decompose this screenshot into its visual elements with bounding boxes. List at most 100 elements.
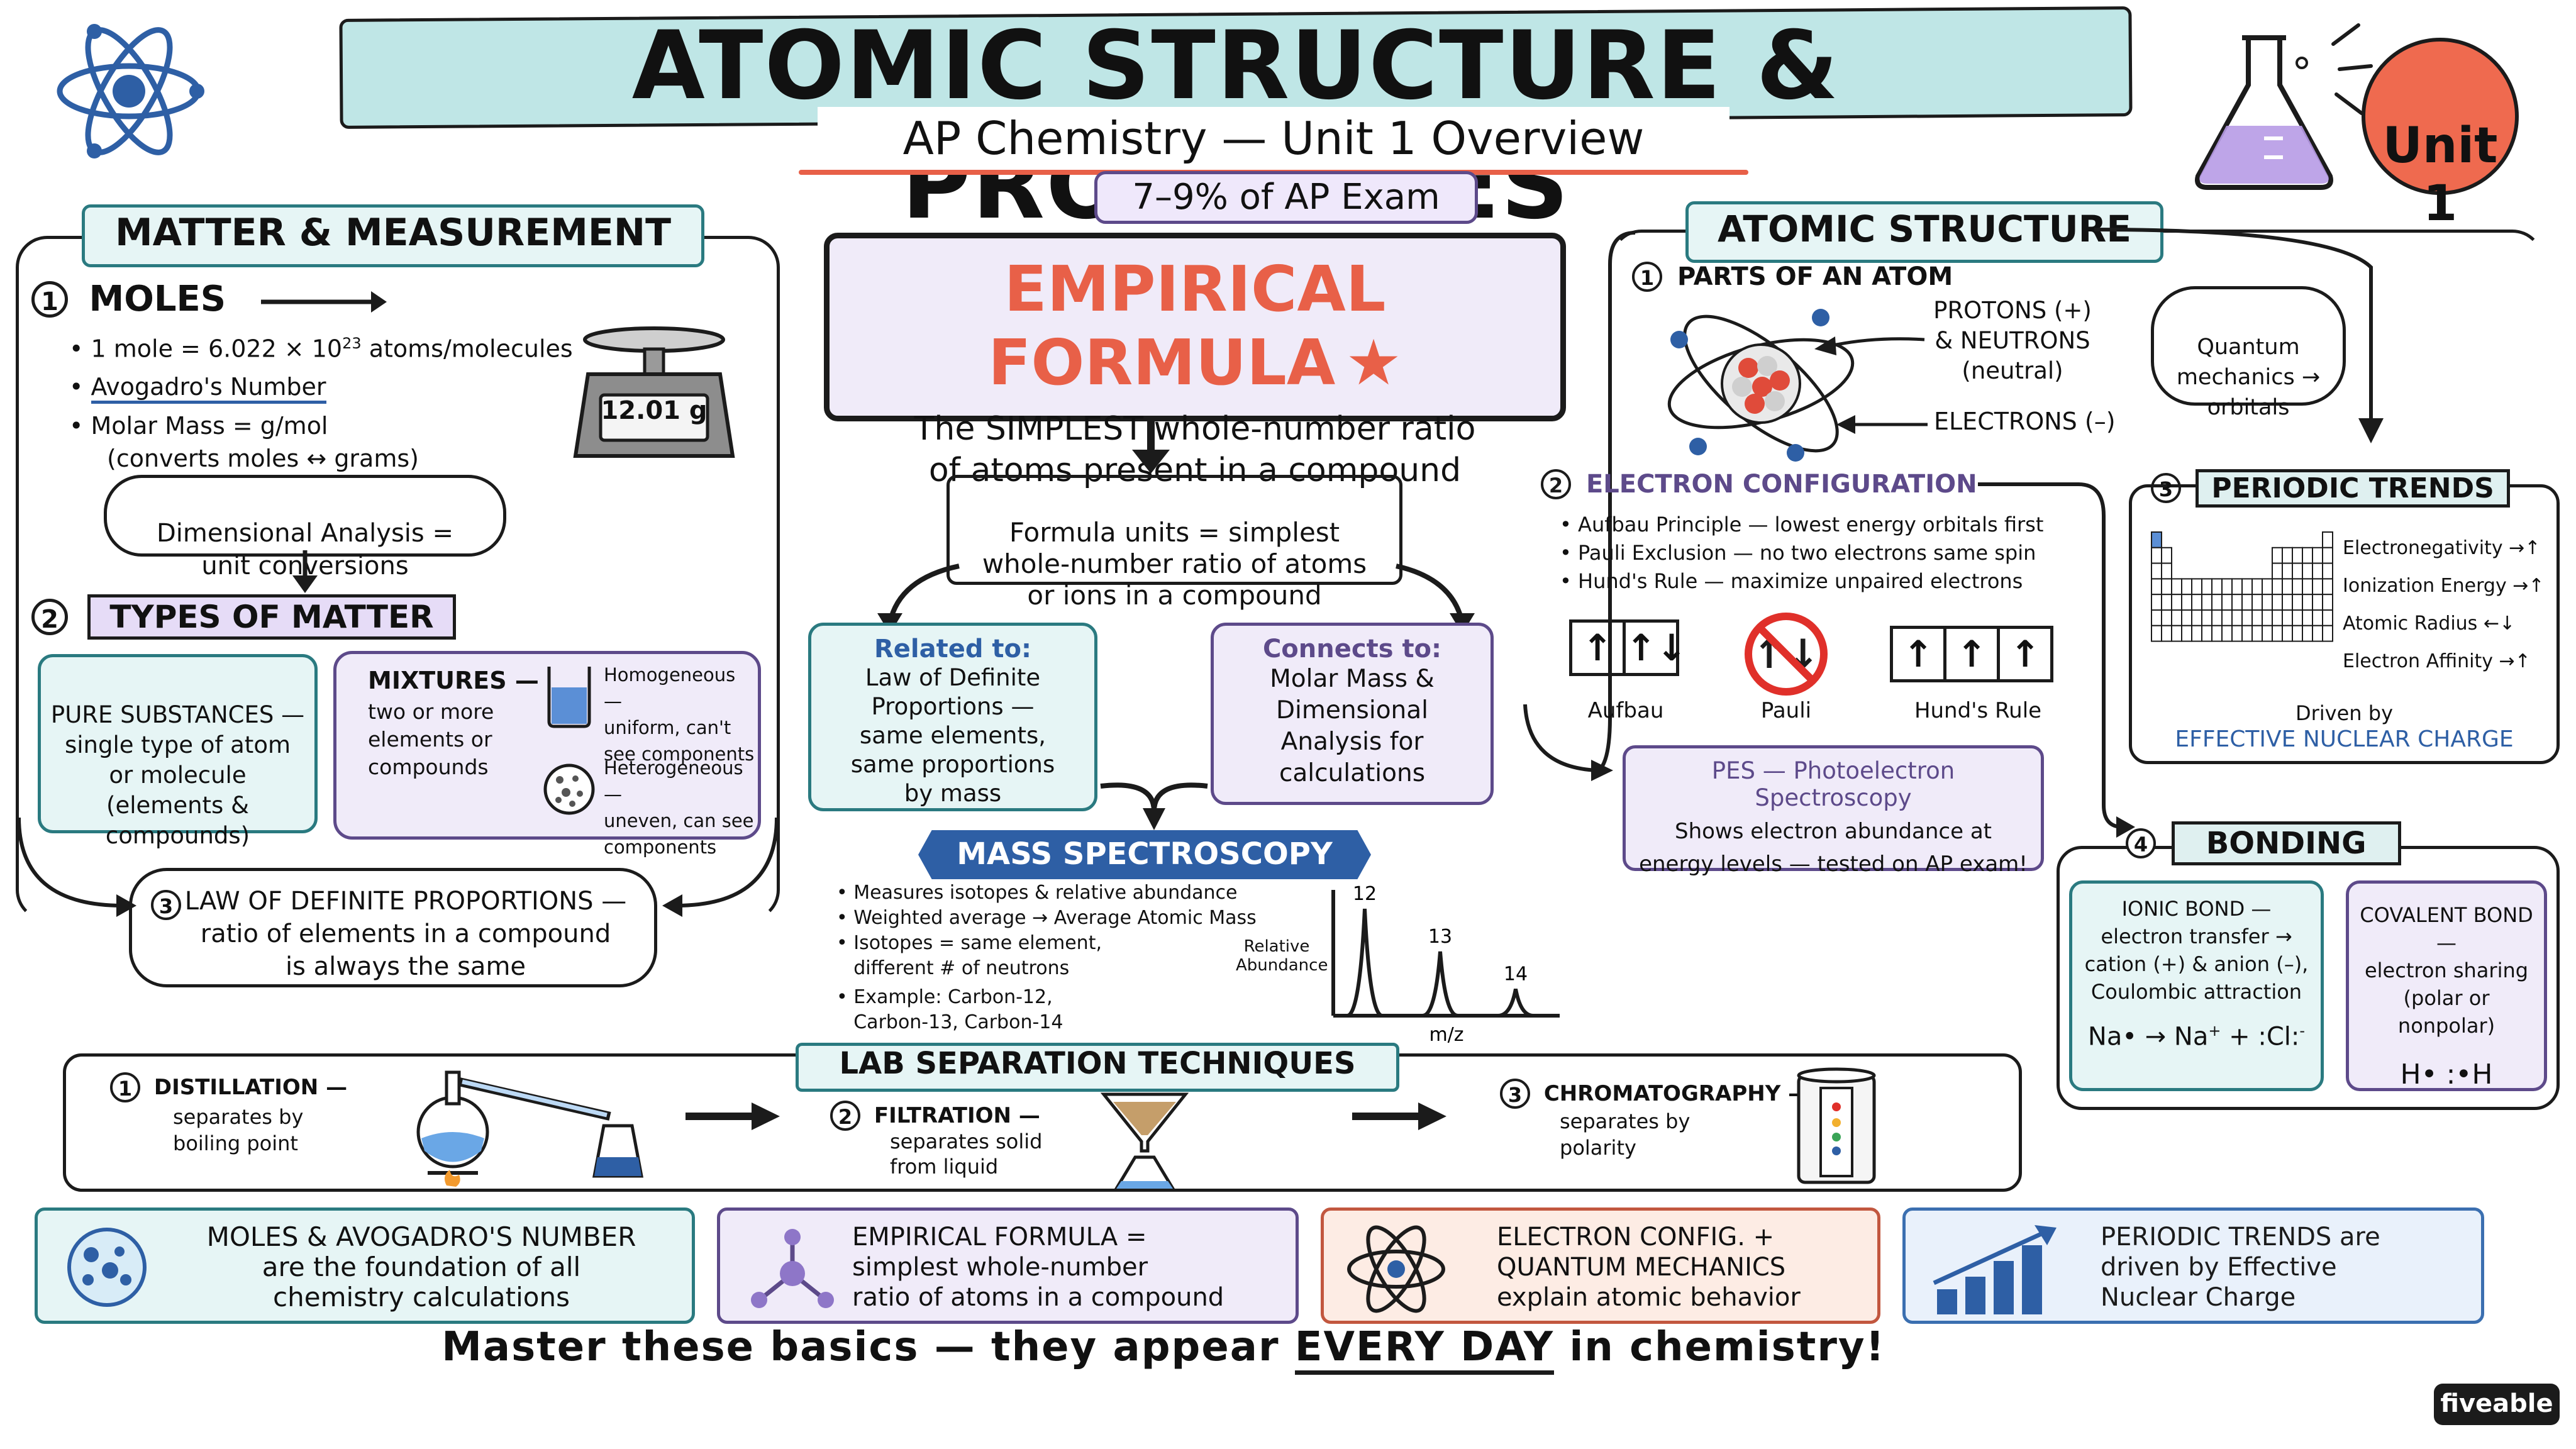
down-arrow-dimensional [292,550,318,593]
empirical-desc: The SIMPLEST whole-number ratio of atoms… [914,410,1476,489]
related-body: Law of Definite Proportions — same eleme… [850,664,1055,807]
chromatography-number: 3 [1500,1079,1530,1109]
trend-radius: Atomic Radius ←↓ [2343,613,2516,635]
unit-badge: Unit 1 [2362,38,2519,232]
related-title: Related to: [874,635,1032,663]
pauli-forbidden-icon: ↑↓ [1745,613,1828,696]
mass-spec-bullet-2: • Weighted average → Average Atomic Mass [836,907,1257,929]
star-icon: ★ [1345,326,1402,399]
connects-body: Molar Mass & Dimensional Analysis for ca… [1270,665,1435,787]
brand-logo: fiveable [2434,1384,2560,1425]
mass-spec-x-label: m/z [1429,1024,1463,1046]
distillation-heading: 1 DISTILLATION — [110,1072,347,1102]
moles-title: MOLES [89,279,226,320]
ionic-bond-box: IONIC BOND — electron transfer → cation … [2069,880,2324,1091]
config-bullet-2: • Pauli Exclusion — no two electrons sam… [1560,541,2036,565]
summary-electron-card: ELECTRON CONFIG. + QUANTUM MECHANICS exp… [1321,1208,1880,1324]
molecule-structure-icon [751,1229,834,1308]
sparkle-lines [2331,23,2373,115]
moles-bullet-2: • Avogadro's Number [69,370,635,404]
scale-readout: 12.01 g [601,396,708,425]
pes-title: PES — Photoelectron Spectroscopy [1711,757,1955,811]
trend-ionization: Ionization Energy →↑ [2343,575,2545,597]
pes-arrow [1523,704,1613,781]
pes-box: PES — Photoelectron Spectroscopy Shows e… [1623,745,2044,877]
config-bullet-1: • Aufbau Principle — lowest energy orbit… [1560,513,2044,536]
types-heading: 2 TYPES OF MATTER [31,594,456,640]
connects-to-box: Connects to: Molar Mass & Dimensional An… [1211,623,1494,805]
atomic-section-title: ATOMIC STRUCTURE [1685,201,2163,263]
pure-substances-box: PURE SUBSTANCES — single type of atom or… [38,654,318,849]
mass-spec-banner [918,830,1371,879]
mass-spec-title: MASS SPECTROSCOPY [957,836,1333,872]
atom-icon [57,24,204,158]
covalent-bond-text: COVALENT BOND — electron sharing (polar … [2360,903,2533,1038]
chromatography-heading: 3 CHROMATOGRAPHY — [1500,1079,1809,1109]
mass-peak-14 [1497,988,1534,1018]
trends-heading: 3 PERIODIC TRENDS [2151,469,2510,508]
quantum-cloud: Quantum mechanics → orbitals [2151,286,2346,420]
distillation-desc: separates by boiling point [173,1105,304,1155]
protons-label: PROTONS (+) & NEUTRONS (neutral) [1933,297,2092,384]
bar-chart-icon [1933,1225,2057,1314]
parts-heading: 1 PARTS OF AN ATOM [1632,261,1953,292]
summary-trends-text: PERIODIC TRENDS are driven by Effective … [2101,1223,2380,1312]
mass-spec-bullets: • Measures isotopes & relative abundance… [836,880,1327,1035]
mixtures-desc: two or more elements or compounds [368,699,494,779]
exam-weight-badge: 7–9% of AP Exam [1094,171,1478,224]
filtration-title: FILTRATION — [874,1103,1040,1128]
trends-list: Electronegativity →↑ Ionization Energy →… [2343,530,2563,680]
pauli-label: Pauli [1760,698,1812,723]
mass-peak-label-13: 13 [1428,926,1452,948]
summary-electron-text: ELECTRON CONFIG. + QUANTUM MECHANICS exp… [1497,1223,1801,1312]
moles-arrow [261,291,387,313]
mass-spec-bullet-1: • Measures isotopes & relative abundance [836,882,1238,904]
covalent-bond-box: COVALENT BOND — electron sharing (polar … [2346,880,2547,1091]
law-text: LAW OF DEFINITE PROPORTIONS — ratio of e… [184,887,627,981]
related-to-box: Related to: Law of Definite Proportions … [808,623,1097,811]
summary-empirical-card: EMPIRICAL FORMULA = simplest whole-numbe… [717,1208,1299,1324]
hunds-orbital-3: ↑ [1997,626,2053,682]
config-bullet-3: • Hund's Rule — maximize unpaired electr… [1560,569,2023,593]
pes-body: Shows electron abundance at energy level… [1639,819,2028,877]
scale-icon [573,326,735,458]
mixtures-title: MIXTURES — [368,667,539,694]
page-subtitle: AP Chemistry — Unit 1 Overview [818,107,1729,170]
mass-peak-label-14: 14 [1504,963,1528,985]
lab-arrow-2 [1352,1102,1446,1130]
mass-peak-12 [1346,908,1383,1018]
parts-title: PARTS OF AN ATOM [1677,262,1953,291]
empirical-title: EMPIRICAL FORMULA★ [988,252,1402,399]
electrons-arrow [1836,415,1928,434]
trend-affinity: Electron Affinity →↑ [2343,650,2531,672]
mass-peak-label-12: 12 [1353,884,1377,905]
summary-moles-card: MOLES & AVOGADRO'S NUMBER are the founda… [35,1208,695,1324]
lab-arrow-1 [686,1102,780,1130]
aufbau-label: Aufbau [1587,698,1664,723]
mass-peak-13 [1422,951,1458,1018]
connects-title: Connects to: [1262,635,1442,663]
config-heading: 2 ELECTRON CONFIGURATION [1541,469,1977,499]
chromatography-title: CHROMATOGRAPHY — [1543,1081,1810,1106]
distillation-icon [416,1070,644,1187]
trends-title: PERIODIC TRENDS [2196,469,2510,508]
aufbau-orbital-1: ↑ [1569,619,1626,676]
mass-spec-bullet-3: • Isotopes = same element, different # o… [836,932,1102,979]
chromatography-desc: separates by polarity [1560,1109,1690,1160]
parts-number: 1 [1632,262,1662,292]
moles-bullet-3b: (converts moles ↔ grams) [107,444,419,472]
filtration-desc: separates solid from liquid [890,1130,1043,1179]
molecules-icon [67,1228,147,1307]
config-right-connector [1978,482,2135,838]
filtration-heading: 2 FILTRATION — [830,1101,1040,1131]
law-definite-proportions-cloud: 3 LAW OF DEFINITE PROPORTIONS — ratio of… [129,868,657,987]
empirical-formula-box: EMPIRICAL FORMULA★ The SIMPLEST whole-nu… [824,233,1566,489]
config-number: 2 [1541,469,1571,499]
distillation-title: DISTILLATION — [153,1075,348,1100]
footer-message: Master these basics — they appear EVERY … [189,1324,2138,1375]
summary-empirical-text: EMPIRICAL FORMULA = simplest whole-numbe… [852,1223,1224,1312]
filtration-number: 2 [830,1101,860,1131]
moles-bullet-3: • Molar Mass = g/mol [69,411,328,440]
trends-enc: EFFECTIVE NUCLEAR CHARGE [2175,726,2514,752]
hunds-label: Hund's Rule [1914,698,2042,723]
